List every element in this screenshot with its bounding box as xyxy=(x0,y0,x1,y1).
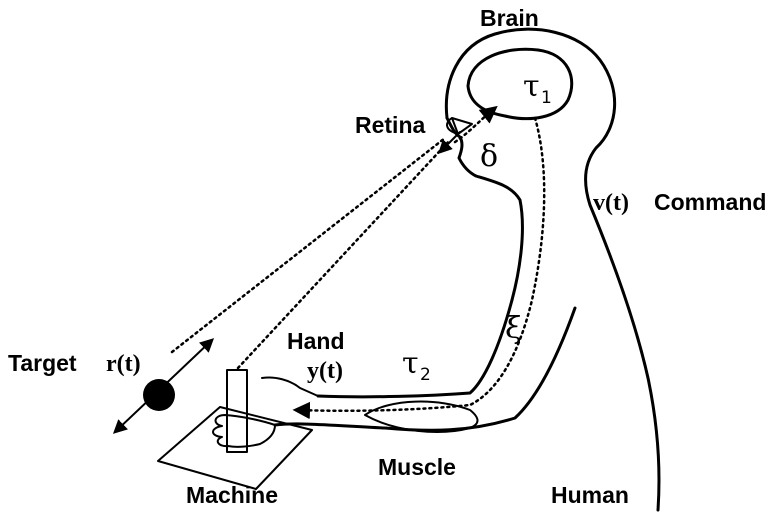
muscle-label: Muscle xyxy=(378,454,456,480)
tau1-subscript: 1 xyxy=(541,88,552,108)
hand-label: Hand xyxy=(287,328,345,354)
retina-to-brain-path xyxy=(455,108,495,142)
machine-base-plate xyxy=(158,407,312,489)
tau2-symbol: τ xyxy=(402,346,419,381)
hand-signal-label: y(t) xyxy=(307,358,343,384)
machine-label: Machine xyxy=(186,482,278,508)
hand-shape xyxy=(213,377,318,446)
sight-line-to-target xyxy=(172,138,445,352)
target-ball-icon xyxy=(143,379,175,411)
brain-label: Brain xyxy=(480,5,539,31)
command-label: Command xyxy=(654,189,766,215)
tau2-subscript: 2 xyxy=(420,365,431,385)
command-signal-label: v(t) xyxy=(593,190,629,216)
xi-symbol: ξ xyxy=(505,311,522,346)
target-signal-label: r(t) xyxy=(106,351,141,377)
retina-label: Retina xyxy=(355,112,426,138)
human-figure xyxy=(275,29,659,510)
tau1-symbol: τ xyxy=(523,69,540,104)
delta-symbol: δ xyxy=(480,139,498,174)
target-label: Target xyxy=(8,350,77,376)
human-label: Human xyxy=(551,482,629,508)
machine-assembly xyxy=(158,370,312,489)
brain-outline xyxy=(468,49,572,118)
head-and-back-outline xyxy=(446,29,659,510)
